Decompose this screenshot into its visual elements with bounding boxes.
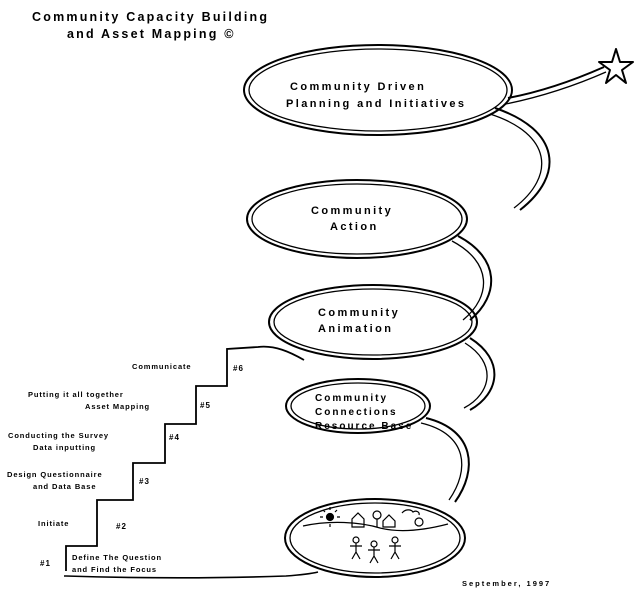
- ring-1-label-line2: Planning and Initiatives: [286, 98, 466, 110]
- ring-3-label-line2: Animation: [318, 323, 393, 335]
- step-5-number: #5: [200, 401, 211, 410]
- step-4-label-line1: Conducting the Survey: [8, 431, 109, 440]
- date-label: September, 1997: [462, 579, 551, 588]
- house-icon: [351, 512, 365, 528]
- ring-4-label-line1: Community: [315, 393, 388, 404]
- step-1-number: #1: [40, 559, 51, 568]
- step-2-number: #2: [116, 522, 127, 531]
- sun-icon: [414, 517, 424, 527]
- step-5-label-line1: Putting it all together: [28, 390, 124, 399]
- person-icon: [350, 536, 362, 560]
- step-6-number: #6: [233, 364, 244, 373]
- step-2-label: Initiate: [38, 519, 69, 528]
- cloud-icon: [401, 509, 420, 516]
- diagram-title-line1: Community Capacity Building: [32, 10, 269, 24]
- person-icon: [389, 536, 401, 560]
- step-1-label-line1: Define The Question: [72, 553, 162, 562]
- step-3-label-line1: Design Questionnaire: [7, 470, 103, 479]
- tree-icon: [372, 510, 382, 527]
- star-icon: [598, 48, 634, 84]
- person-icon: [368, 540, 380, 564]
- step-1-label-line2: and Find the Focus: [72, 565, 157, 574]
- step-4-number: #4: [169, 433, 180, 442]
- spiral-path: [243, 44, 607, 578]
- community-scene: [302, 507, 449, 564]
- step-6-label: Communicate: [132, 362, 192, 371]
- ring-3-label-line1: Community: [318, 307, 400, 319]
- ring-4-label-line2: Connections: [315, 407, 398, 418]
- ring-1-label-line1: Community Driven: [290, 81, 426, 93]
- ring-2-label-line1: Community: [311, 205, 393, 217]
- sun-icon: [320, 507, 340, 527]
- house-icon: [382, 514, 396, 528]
- step-5-label-line2: Asset Mapping: [85, 402, 150, 411]
- ring-4-label-line3: Resource Base: [315, 421, 413, 432]
- staircase: [64, 345, 319, 579]
- diagram-title-line2: and Asset Mapping ©: [67, 27, 236, 41]
- step-3-label-line2: and Data Base: [33, 482, 96, 491]
- step-4-label-line2: Data inputting: [33, 443, 96, 452]
- step-3-number: #3: [139, 477, 150, 486]
- ring-2-label-line2: Action: [330, 221, 379, 233]
